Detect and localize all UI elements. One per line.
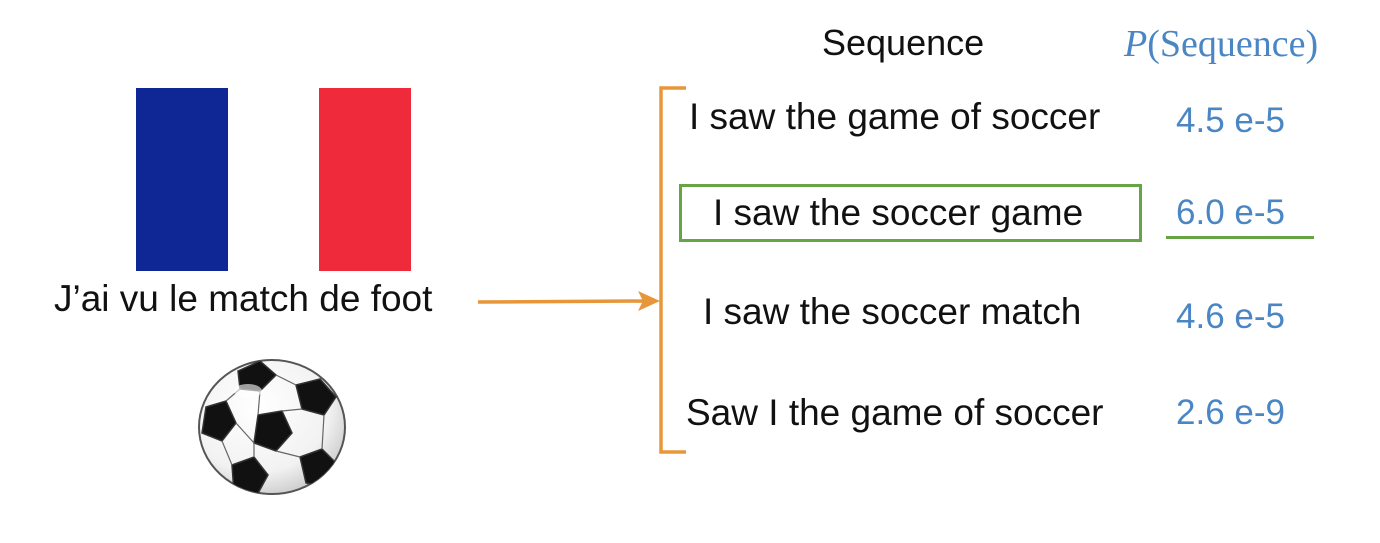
selected-candidate-box [679,184,1142,242]
soccer-ball-icon [198,359,346,495]
flag-band-white [227,88,320,271]
flag-band-red [319,88,411,271]
selected-probability-underline [1166,236,1314,239]
probability-header: P(Sequence) [1124,22,1318,66]
candidate-sentence: I saw the game of soccer [689,96,1101,137]
selected-candidate-sentence: I saw the soccer game [713,192,1084,233]
candidate-probability: 4.5 e-5 [1176,101,1285,140]
flag-band-blue [136,88,228,271]
candidate-probability: 4.6 e-5 [1176,297,1285,336]
french-flag-icon [136,88,411,271]
probability-symbol: P [1124,23,1148,65]
source-sentence: J’ai vu le match de foot [54,278,433,319]
candidate-probability: 2.6 e-9 [1176,393,1285,432]
probability-argument: (Sequence) [1147,23,1319,65]
selected-candidate-probability: 6.0 e-5 [1176,193,1285,232]
sequence-header: Sequence [822,22,985,63]
candidate-sentence: Saw I the game of soccer [686,392,1104,433]
candidates-bracket [659,86,686,454]
candidate-sentence: I saw the soccer match [703,291,1082,332]
translation-arrow [477,291,660,311]
